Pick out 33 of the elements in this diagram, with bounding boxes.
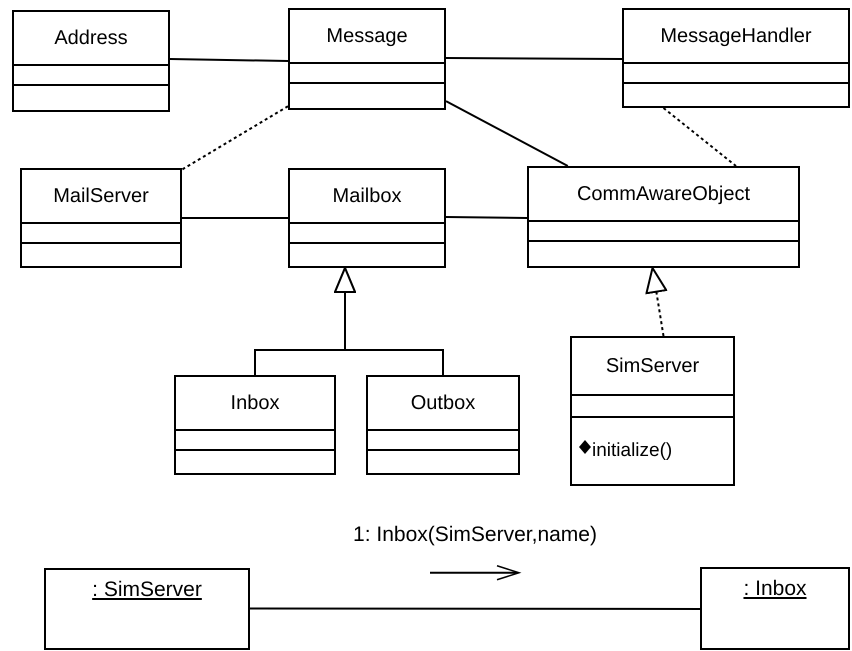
association-line [446,216,528,219]
class-box [622,8,850,108]
class-box [366,375,520,475]
generalization-arrow [334,267,444,375]
object-box [44,568,250,650]
object-name: : SimServer [92,578,202,602]
object-box [700,567,850,650]
dependency-line [662,107,737,167]
class-name: Mailbox [332,184,402,208]
class-name: Address [54,26,128,50]
class-box [12,10,170,112]
association-line [446,57,622,60]
association-line [446,100,568,167]
class-name: MailServer [53,184,149,208]
class-name: CommAwareObject [576,182,750,206]
class-box [174,375,336,475]
class-box [527,166,800,268]
class-box [20,168,182,268]
operation-text: initialize() [592,440,672,462]
association-line [170,58,288,62]
association-line [250,608,700,610]
class-name: Inbox [230,392,280,414]
class-box [570,336,735,486]
realization-arrow [645,267,668,336]
class-box [288,168,446,268]
object-name: : Inbox [743,577,807,601]
class-name: MessageHandler [660,24,812,48]
class-name: Message [326,24,408,48]
dependency-line [181,105,289,170]
association-line [182,217,288,219]
class-box [288,8,446,110]
class-name: Outbox [410,392,476,414]
class-name: SimServer [606,354,700,378]
